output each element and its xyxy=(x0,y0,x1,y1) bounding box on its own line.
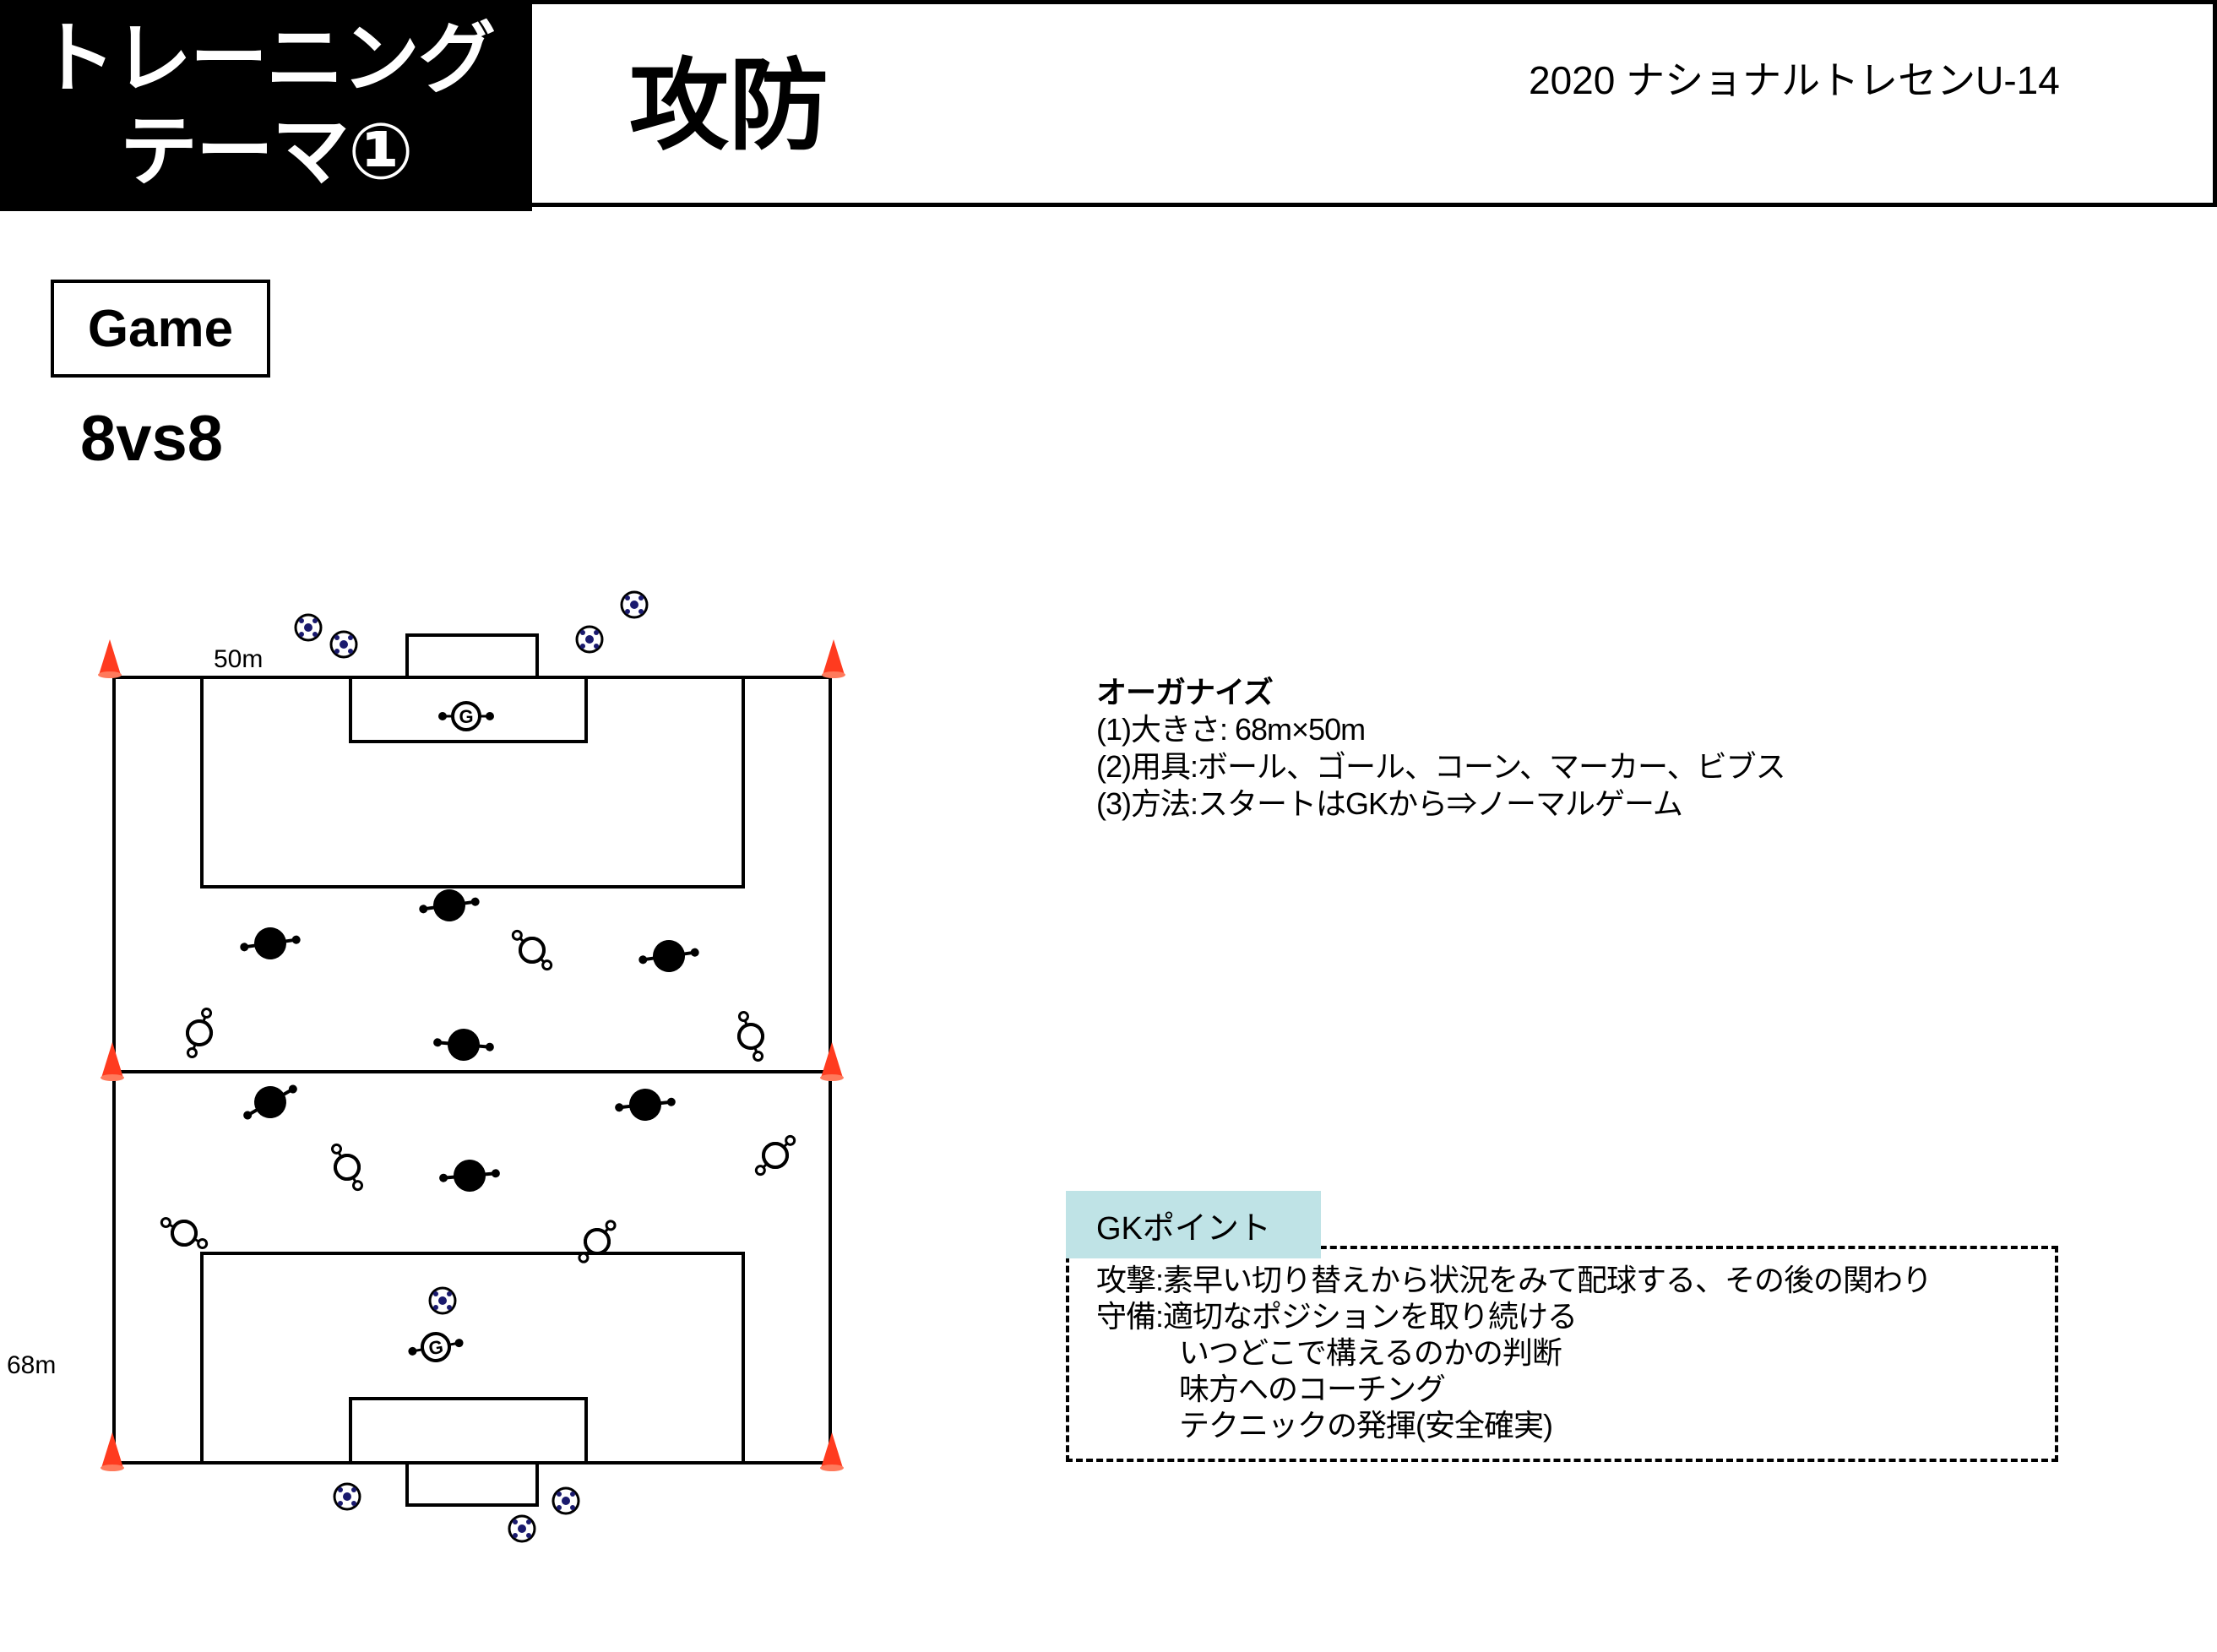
organize-item: (3)方法:スタートはGKから⇒ノーマルゲーム xyxy=(1096,786,1683,821)
cone-icon xyxy=(820,1042,844,1081)
soccer-ball-icon xyxy=(428,1286,457,1315)
soccer-ball-icon xyxy=(575,625,604,654)
soccer-ball-icon xyxy=(508,1514,536,1543)
gk-point-line: いつどこで構えるのかの判断 xyxy=(1179,1335,1562,1370)
soccer-ball-icon xyxy=(333,1482,361,1511)
bottom-goal-area xyxy=(349,1397,588,1465)
player-filled-icon xyxy=(634,934,704,978)
soccer-ball-icon xyxy=(620,590,649,619)
gk-marker-label: G xyxy=(459,706,473,727)
training-theme-line1: トレーニング xyxy=(37,14,496,104)
organize-section: オーガナイズ (1)大きさ: 68m×50m (2)用具:ボール、ゴール、コーン… xyxy=(1096,674,1786,823)
top-goal-area xyxy=(349,676,588,743)
player-outline-icon xyxy=(322,1138,372,1197)
training-theme-label: トレーニング テーマ① xyxy=(0,0,532,211)
cone-icon xyxy=(98,639,122,678)
gk-points-text: 攻撃:素早い切り替えから状況をみて配球する、その後の関わり 守備:適切なポジショ… xyxy=(1096,1262,1932,1443)
player-outline-icon xyxy=(177,1003,221,1062)
player-filled-icon xyxy=(436,1155,503,1197)
player-filled-icon xyxy=(236,921,305,965)
session-type-label: Game xyxy=(87,299,234,358)
header-title-bar xyxy=(532,0,2217,207)
gk-point-line: 攻撃:素早い切り替えから状況をみて配球する、その後の関わり xyxy=(1096,1263,1932,1297)
player-outline-icon xyxy=(729,1007,773,1066)
soccer-ball-icon xyxy=(552,1486,580,1515)
length-label: 68m xyxy=(7,1351,56,1379)
bottom-penalty-area xyxy=(200,1252,745,1465)
soccer-ball-icon xyxy=(329,630,358,659)
player-filled-icon xyxy=(234,1071,307,1133)
course-label: 2020 ナショナルトレセンU-14 xyxy=(1529,58,2060,102)
width-label: 50m xyxy=(214,645,263,673)
organize-title: オーガナイズ xyxy=(1096,675,1274,709)
gk-point-line: テクニックの発揮(安全確実) xyxy=(1179,1408,1553,1443)
cone-icon xyxy=(822,639,845,678)
gk-points-tab-label: GKポイント xyxy=(1096,1210,1271,1247)
player-outline-icon xyxy=(155,1208,214,1258)
top-goal xyxy=(405,633,539,679)
organize-item: (1)大きさ: 68m×50m xyxy=(1096,712,1366,747)
gk-point-line: 守備:適切なポジションを取り続ける xyxy=(1096,1299,1578,1334)
player-filled-icon xyxy=(415,883,484,927)
goalkeeper-icon: G xyxy=(404,1327,468,1367)
goalkeeper-icon: G xyxy=(437,701,496,731)
theme-title: 攻防 xyxy=(629,47,829,164)
bottom-goal xyxy=(405,1461,539,1507)
player-outline-icon xyxy=(506,924,558,976)
gk-points-box xyxy=(1066,1246,2058,1462)
cone-icon xyxy=(101,1042,124,1081)
gk-marker-label: G xyxy=(427,1336,444,1360)
organize-item: (2)用具:ボール、ゴール、コーン、マーカー、ビブス xyxy=(1096,749,1786,784)
player-outline-icon xyxy=(749,1129,801,1182)
player-outline-icon xyxy=(569,1213,625,1270)
player-filled-icon xyxy=(611,1084,679,1126)
player-filled-icon xyxy=(430,1024,497,1066)
gk-points-tab: GKポイント xyxy=(1066,1191,1321,1258)
cone-icon xyxy=(101,1432,124,1471)
gk-point-line: 味方へのコーチング xyxy=(1179,1372,1446,1406)
session-type-box: Game xyxy=(51,280,270,378)
pitch-diagram: G G 50m 68m xyxy=(7,590,845,1543)
game-format: 8vs8 xyxy=(80,403,224,475)
soccer-ball-icon xyxy=(294,613,323,642)
cone-icon xyxy=(820,1432,844,1471)
training-theme-line2: テーマ① xyxy=(120,106,414,197)
